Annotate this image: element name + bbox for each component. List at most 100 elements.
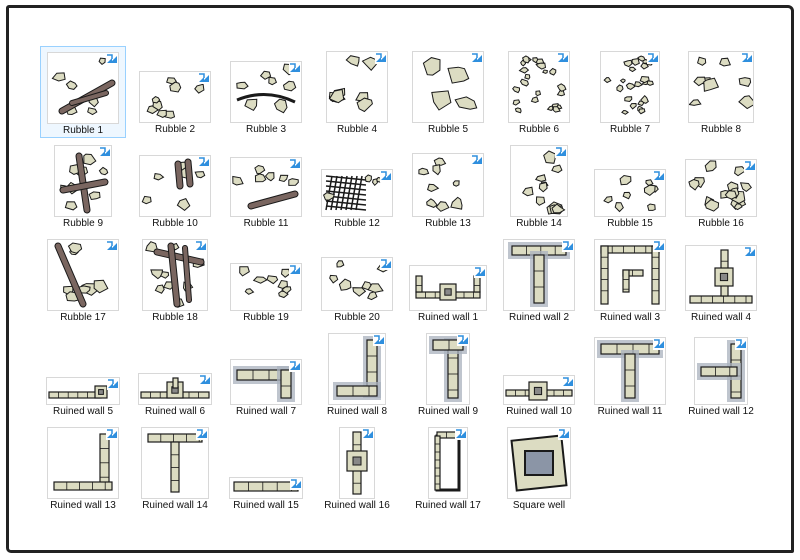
file-thumbnail[interactable]: Rubble 10: [132, 140, 218, 232]
file-thumbnail[interactable]: Ruined wall 17: [405, 422, 491, 514]
thumbnail-image: [496, 424, 582, 498]
file-thumbnail[interactable]: Rubble 8: [678, 46, 764, 138]
file-thumbnail[interactable]: Ruined wall 5: [40, 328, 126, 420]
file-name-label: Ruined wall 5: [52, 406, 114, 417]
file-thumbnail[interactable]: Rubble 7: [587, 46, 673, 138]
share-arrow-icon: [555, 146, 567, 158]
file-name-label: Rubble 2: [154, 124, 196, 135]
file-thumbnail[interactable]: Ruined wall 13: [40, 422, 126, 514]
file-thumbnail[interactable]: Ruined wall 8: [314, 328, 400, 420]
file-name-label: Rubble 3: [245, 124, 287, 135]
thumbnail-image: [496, 48, 582, 122]
file-thumbnail[interactable]: Ruined wall 10: [496, 328, 582, 420]
share-arrow-icon: [290, 478, 302, 490]
thumbnail-image: [587, 236, 673, 310]
share-arrow-icon: [99, 146, 111, 158]
file-thumbnail[interactable]: Rubble 11: [223, 140, 309, 232]
thumbnail-image: [41, 49, 125, 123]
share-arrow-icon: [562, 376, 574, 388]
share-arrow-icon: [106, 428, 118, 440]
share-arrow-icon: [557, 52, 569, 64]
file-thumbnail[interactable]: Rubble 6: [496, 46, 582, 138]
thumbnail-image: [405, 330, 491, 404]
file-thumbnail[interactable]: Ruined wall 7: [223, 328, 309, 420]
thumbnail-image: [132, 142, 218, 216]
file-thumbnail[interactable]: Rubble 1: [40, 46, 126, 138]
file-name-label: Rubble 19: [243, 312, 289, 323]
file-thumbnail[interactable]: Ruined wall 9: [405, 328, 491, 420]
file-name-label: Ruined wall 9: [417, 406, 479, 417]
file-thumbnail[interactable]: Ruined wall 3: [587, 234, 673, 326]
file-name-label: Rubble 9: [62, 218, 104, 229]
file-name-label: Ruined wall 11: [597, 406, 663, 417]
thumbnail-image: [40, 142, 126, 216]
thumbnail-image: [314, 236, 400, 310]
file-thumbnail[interactable]: Rubble 5: [405, 46, 491, 138]
file-thumbnail[interactable]: Rubble 4: [314, 46, 400, 138]
file-thumbnail[interactable]: Rubble 15: [587, 140, 673, 232]
file-thumbnail[interactable]: Rubble 13: [405, 140, 491, 232]
file-thumbnail[interactable]: Ruined wall 2: [496, 234, 582, 326]
share-arrow-icon: [107, 378, 119, 390]
file-thumbnail[interactable]: Rubble 17: [40, 234, 126, 326]
file-thumbnail[interactable]: Rubble 3: [223, 46, 309, 138]
file-thumbnail[interactable]: Ruined wall 15: [223, 422, 309, 514]
thumbnail-image: [314, 48, 400, 122]
file-thumbnail[interactable]: Ruined wall 14: [132, 422, 218, 514]
share-arrow-icon: [375, 52, 387, 64]
file-thumbnail[interactable]: Ruined wall 4: [678, 234, 764, 326]
thumbnail-image: [678, 48, 764, 122]
share-arrow-icon: [744, 160, 756, 172]
file-thumbnail[interactable]: Rubble 18: [132, 234, 218, 326]
share-arrow-icon: [198, 156, 210, 168]
thumbnail-image: [223, 424, 309, 498]
thumbnail-image: [405, 142, 491, 216]
thumbnail-image: [40, 330, 126, 404]
file-thumbnail[interactable]: Rubble 19: [223, 234, 309, 326]
file-thumbnail[interactable]: Ruined wall 11: [587, 328, 673, 420]
thumbnail-image: [40, 236, 126, 310]
thumbnail-image: [496, 142, 582, 216]
share-arrow-icon: [471, 52, 483, 64]
file-name-label: Ruined wall 15: [233, 500, 299, 511]
file-thumbnail[interactable]: Rubble 20: [314, 234, 400, 326]
file-thumbnail[interactable]: Rubble 2: [132, 46, 218, 138]
thumbnail-image: [405, 424, 491, 498]
tile-art: [508, 428, 570, 498]
file-thumbnail[interactable]: Rubble 12: [314, 140, 400, 232]
file-name-label: Rubble 11: [243, 218, 289, 229]
share-arrow-icon: [289, 158, 301, 170]
thumbnail-image: [132, 236, 218, 310]
file-thumbnail[interactable]: Ruined wall 6: [132, 328, 218, 420]
thumbnail-image: [587, 48, 673, 122]
file-name-label: Ruined wall 1: [417, 312, 479, 323]
file-thumbnail[interactable]: Rubble 14: [496, 140, 582, 232]
share-arrow-icon: [562, 240, 574, 252]
thumbnail-image: [405, 236, 491, 310]
file-thumbnail[interactable]: Rubble 16: [678, 140, 764, 232]
file-thumbnail[interactable]: Ruined wall 12: [678, 328, 764, 420]
share-arrow-icon: [289, 264, 301, 276]
file-thumbnail[interactable]: Rubble 9: [40, 140, 126, 232]
thumbnail-image: [132, 48, 218, 122]
thumbnail-image: [496, 236, 582, 310]
tile-art: [55, 146, 111, 216]
file-name-label: Rubble 5: [427, 124, 469, 135]
file-name-label: Ruined wall 10: [506, 406, 572, 417]
tile-art: [509, 52, 569, 122]
thumbnail-image: [678, 330, 764, 404]
file-thumbnail[interactable]: Square well: [496, 422, 582, 514]
file-name-label: Ruined wall 14: [142, 500, 208, 511]
share-arrow-icon: [196, 428, 208, 440]
share-arrow-icon: [289, 360, 301, 372]
file-name-label: Ruined wall 16: [324, 500, 390, 511]
thumbnail-image: [496, 330, 582, 404]
file-thumbnail[interactable]: Ruined wall 16: [314, 422, 400, 514]
share-arrow-icon: [653, 240, 665, 252]
tile-art: [231, 158, 301, 216]
thumbnail-image: [314, 424, 400, 498]
thumbnail-image: [678, 236, 764, 310]
file-name-label: Rubble 20: [334, 312, 380, 323]
file-thumbnail[interactable]: Ruined wall 1: [405, 234, 491, 326]
file-name-label: Rubble 14: [516, 218, 562, 229]
